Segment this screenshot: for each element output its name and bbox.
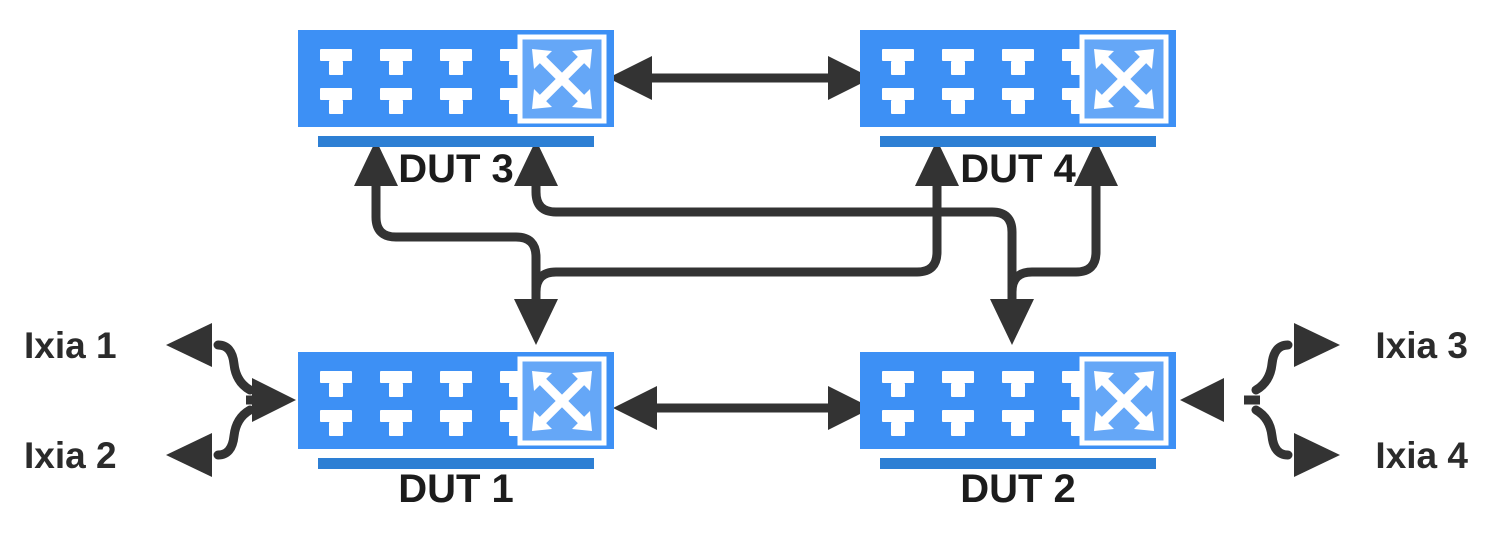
- link-dut3-dut4: [608, 56, 872, 100]
- endpoint-label-ixia4: Ixia 4: [1375, 435, 1468, 476]
- device-dut1[interactable]: [298, 352, 614, 469]
- device-label-dut3: DUT 3: [398, 147, 514, 191]
- device-dut4[interactable]: [860, 30, 1176, 147]
- device-label-dut2: DUT 2: [960, 467, 1076, 511]
- link-dut2-dut4: [1007, 140, 1118, 300]
- device-dut3[interactable]: [298, 30, 614, 147]
- device-label-dut4: DUT 4: [960, 147, 1076, 191]
- device-dut2[interactable]: [860, 352, 1176, 469]
- ixia-fork-right: [1180, 323, 1340, 477]
- endpoint-label-ixia3: Ixia 3: [1375, 325, 1468, 366]
- endpoint-label-ixia2: Ixia 2: [24, 435, 117, 476]
- link-dut1-dut2: [613, 386, 872, 430]
- device-label-dut1: DUT 1: [398, 467, 514, 511]
- link-dut1-dut3: [354, 140, 558, 345]
- ixia-fork-left: [166, 323, 296, 477]
- link-dut1-dut4: [531, 140, 959, 300]
- link-dut2-dut3: [514, 140, 1034, 345]
- endpoint-label-ixia1: Ixia 1: [24, 325, 117, 366]
